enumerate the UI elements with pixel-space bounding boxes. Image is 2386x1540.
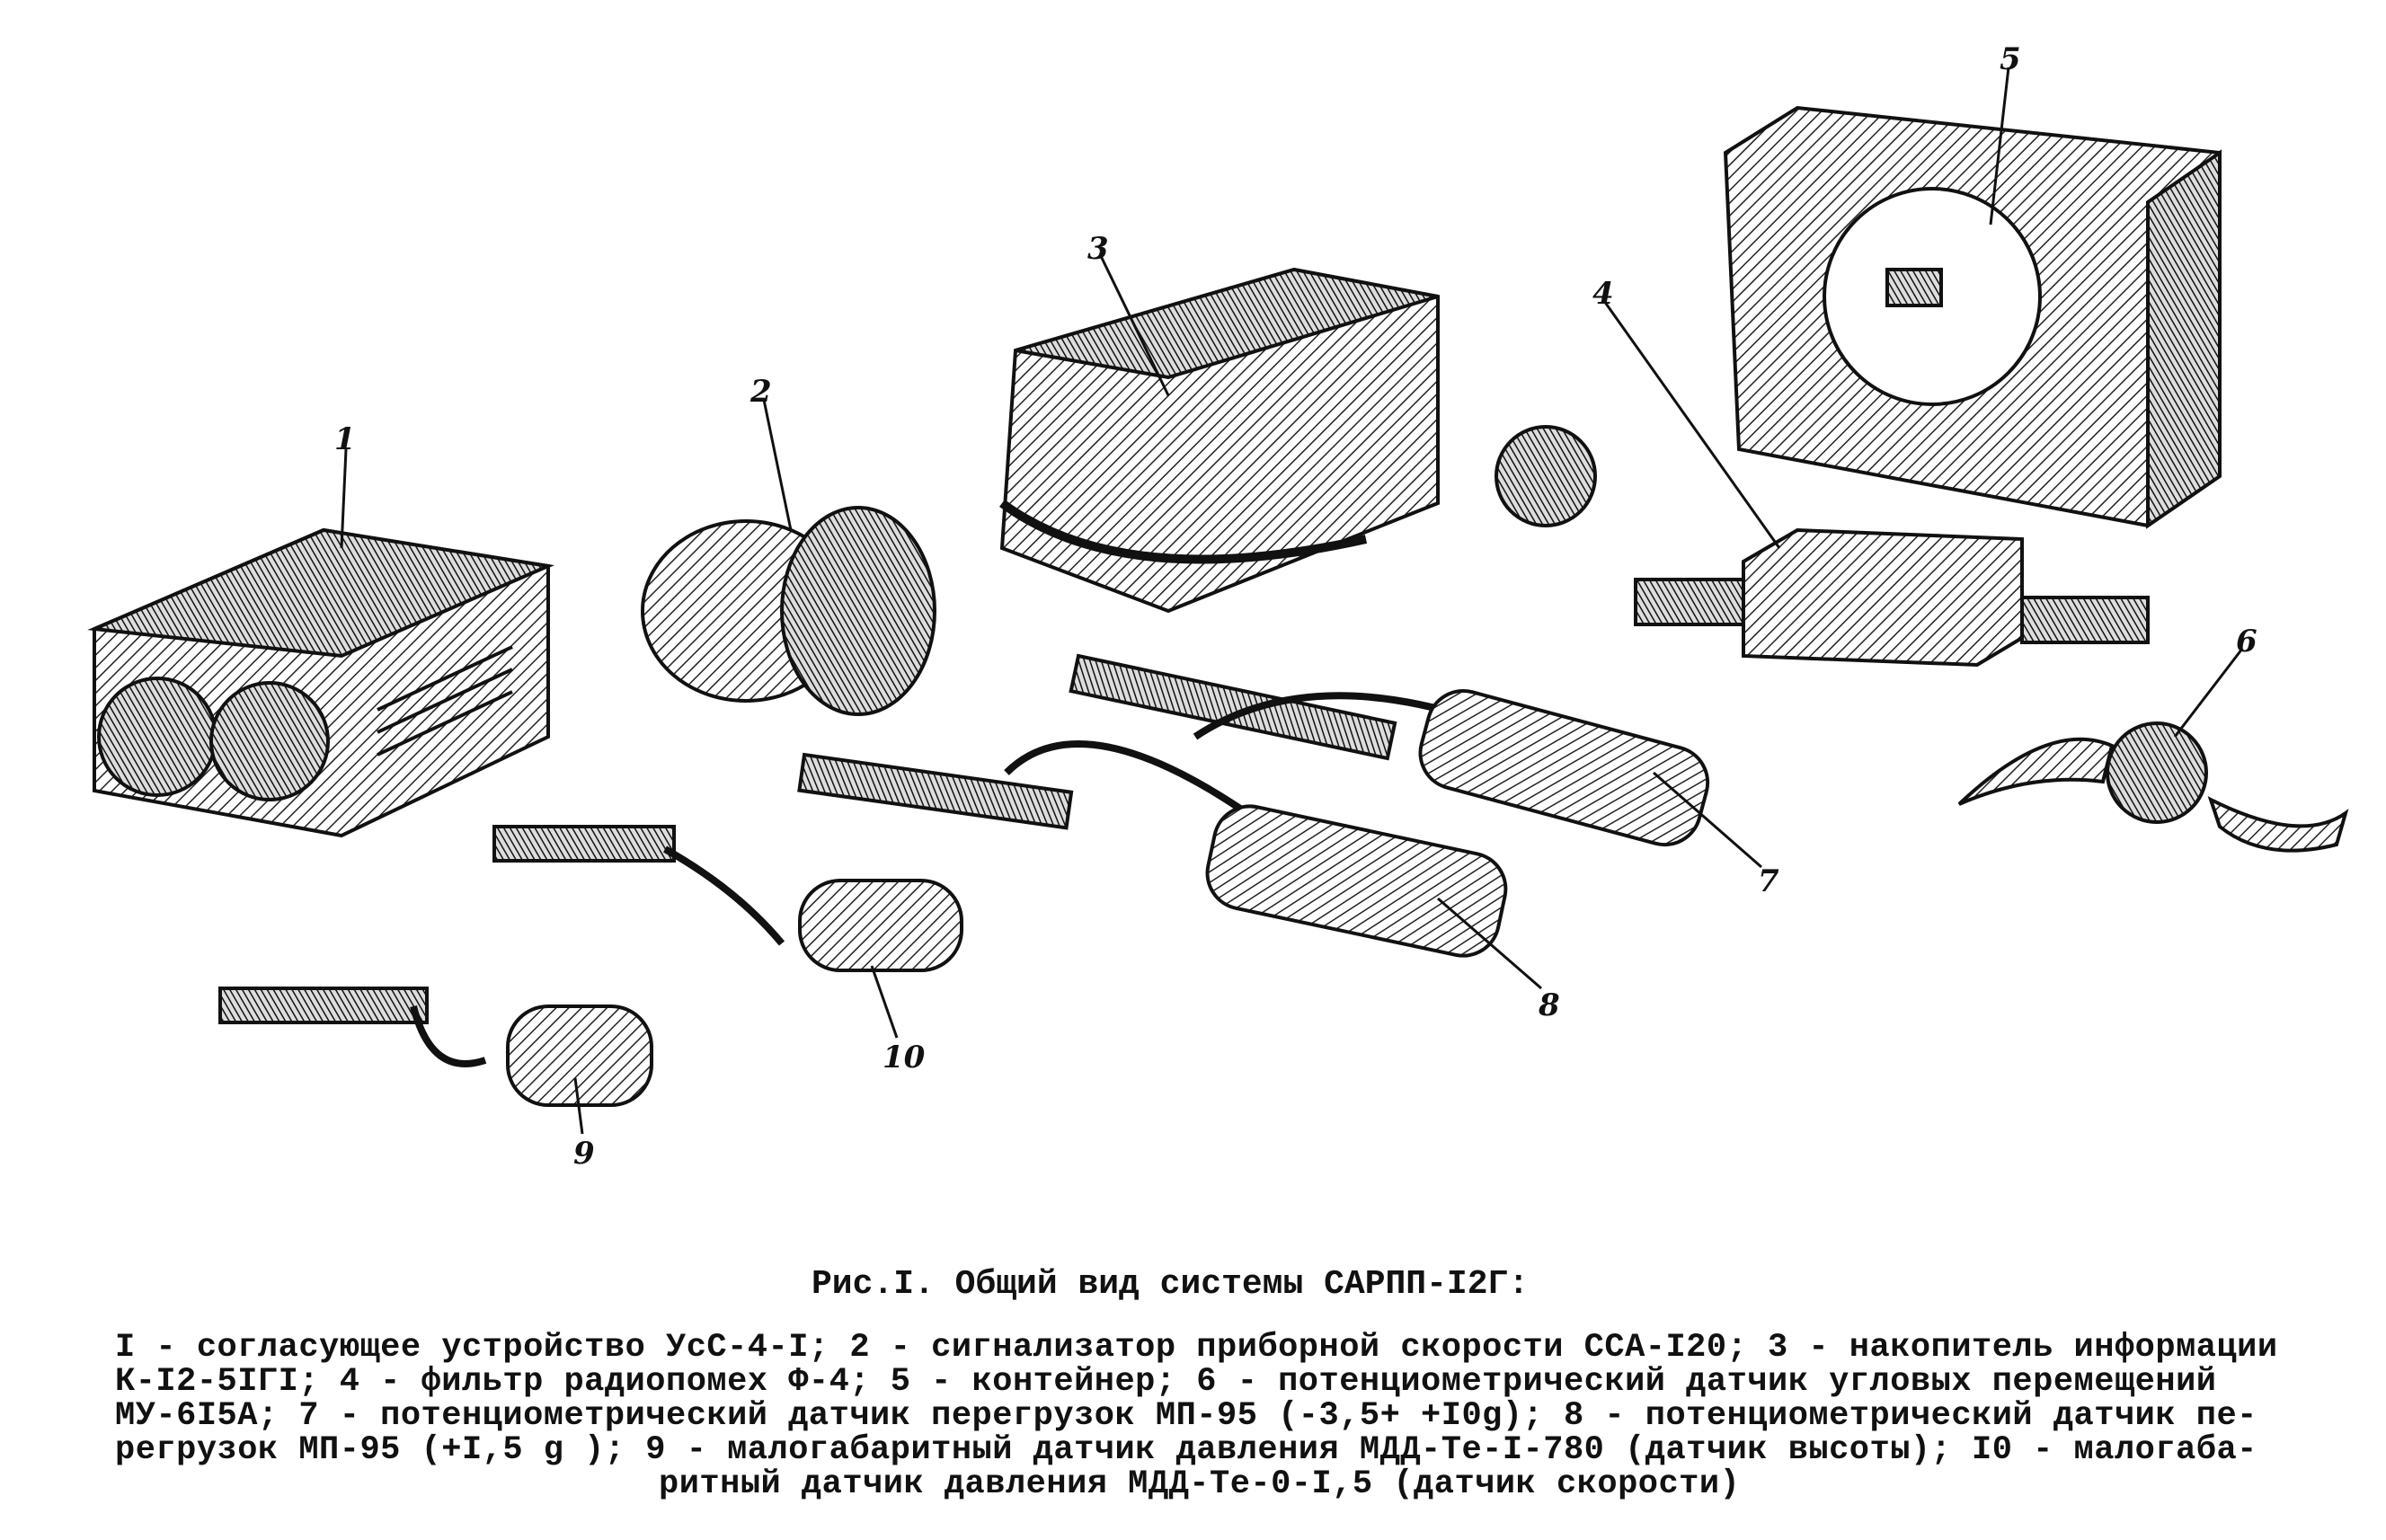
callout-10: 10	[883, 1040, 926, 1075]
overload-sensor-7-drawing	[1069, 653, 1710, 847]
callout-7: 7	[1758, 863, 1779, 899]
legend-line: регрузок МП-95 (+I,5 g ); 9 - малогабари…	[115, 1431, 2257, 1469]
angular-sensor-drawing	[1957, 721, 2349, 853]
pressure-sensor-10-drawing	[492, 825, 963, 972]
callout-3: 3	[1087, 231, 1109, 267]
callout-6: 6	[2236, 624, 2257, 659]
callout-2: 2	[750, 374, 772, 410]
overload-sensor-8-drawing	[797, 740, 1508, 958]
callout-9: 9	[573, 1136, 595, 1172]
legend-line: I - согласующее устройство УсС-4-I; 2 - …	[115, 1329, 2278, 1367]
callout-1: 1	[334, 421, 356, 457]
legend-line: ритный датчик давления МДД-Те-0-I,5 (дат…	[659, 1465, 1741, 1503]
legend-line: К-I2-5IГI; 4 - фильтр радиопомех Ф-4; 5 …	[115, 1363, 2217, 1401]
pressure-sensor-9-drawing	[218, 987, 653, 1107]
matching-unit-drawing	[87, 527, 555, 838]
callout-labels: 1 2 3 4 5 6 7 8 9 10	[334, 41, 2257, 1172]
callout-4: 4	[1592, 276, 1614, 312]
callout-8: 8	[1538, 987, 1560, 1023]
leader-lines	[340, 66, 2244, 1135]
container-drawing	[1723, 105, 2222, 529]
legend-line: МУ-6I5А; 7 - потенциометрический датчик …	[115, 1397, 2257, 1435]
callout-5: 5	[2000, 41, 2021, 77]
speed-signaller-drawing	[641, 506, 936, 716]
data-recorder-drawing	[999, 267, 1597, 614]
filter-drawing	[1634, 527, 2150, 668]
figure-title: Рис.I. Общий вид системы САРПП-I2Г:	[812, 1265, 1530, 1304]
